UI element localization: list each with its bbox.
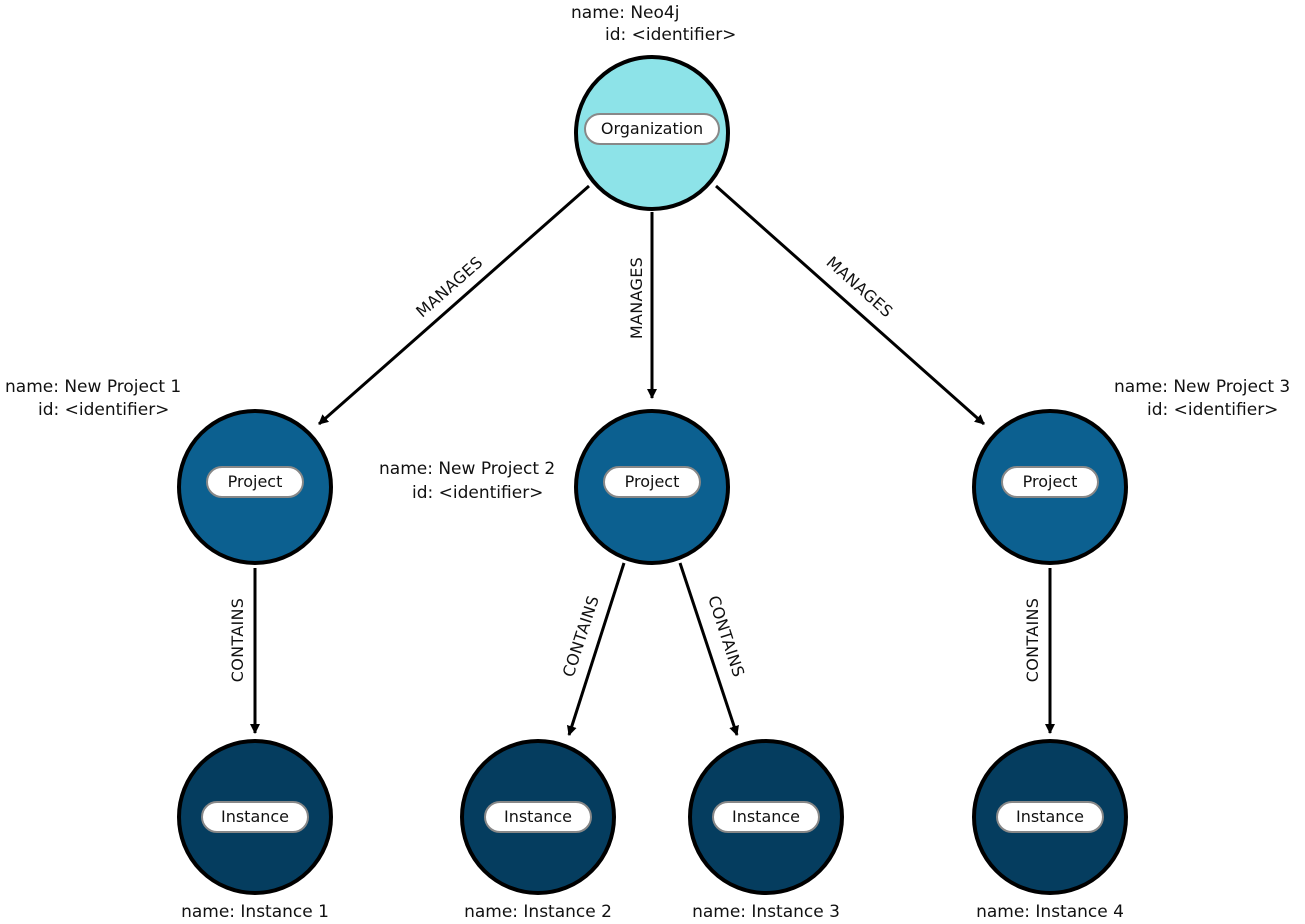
node-label-pill bbox=[996, 801, 1104, 833]
node-label: Project bbox=[228, 472, 283, 491]
edge-org-to-project-1: MANAGES bbox=[318, 184, 590, 426]
relationship-label: CONTAINS bbox=[228, 598, 247, 682]
relationship-label: MANAGES bbox=[823, 253, 897, 322]
node-instance-3[interactable]: Instance bbox=[688, 739, 844, 895]
node-project-2[interactable]: Project bbox=[574, 409, 730, 565]
node-instance-4[interactable]: Instance bbox=[972, 739, 1128, 895]
node-project-3[interactable]: Project bbox=[972, 409, 1128, 565]
org-id-property: id: <identifier> bbox=[605, 25, 736, 45]
project-2-id-property: id: <identifier> bbox=[412, 483, 543, 503]
node-label-pill bbox=[201, 801, 309, 833]
project-3-name-property: name: New Project 3 bbox=[1114, 377, 1290, 397]
edge-project-3-to-instance-4: CONTAINS bbox=[1023, 568, 1055, 734]
node-label-pill bbox=[1001, 466, 1099, 498]
node-label-pill bbox=[484, 801, 592, 833]
node-label: Instance bbox=[504, 807, 572, 826]
node-label: Instance bbox=[221, 807, 289, 826]
edge-project-2-to-instance-3: CONTAINS bbox=[678, 562, 748, 736]
node-label-pill bbox=[206, 466, 304, 498]
edge-org-to-project-3: MANAGES bbox=[715, 184, 985, 426]
relationship-label: CONTAINS bbox=[704, 593, 748, 679]
relationship-line bbox=[678, 562, 739, 736]
node-instance-2[interactable]: Instance bbox=[460, 739, 616, 895]
instance-4-name-property: name: Instance 4 bbox=[976, 902, 1124, 922]
project-1-name-property: name: New Project 1 bbox=[5, 377, 181, 397]
node-label-pill bbox=[584, 113, 720, 145]
node-label-pill bbox=[603, 466, 701, 498]
edge-project-1-to-instance-1: CONTAINS bbox=[228, 568, 260, 734]
project-3-id-property: id: <identifier> bbox=[1147, 400, 1278, 420]
org-name-property: name: Neo4j bbox=[571, 3, 679, 23]
node-label: Organization bbox=[601, 119, 703, 138]
project-1-id-property: id: <identifier> bbox=[38, 400, 169, 420]
node-label: Instance bbox=[732, 807, 800, 826]
node-label: Project bbox=[625, 472, 680, 491]
instance-1-name-property: name: Instance 1 bbox=[181, 902, 329, 922]
relationship-label: CONTAINS bbox=[559, 593, 603, 679]
project-2-name-property: name: New Project 2 bbox=[379, 459, 555, 479]
relationship-label: CONTAINS bbox=[1023, 598, 1042, 682]
node-organization[interactable]: Organization bbox=[574, 55, 730, 211]
node-label-pill bbox=[712, 801, 820, 833]
relationship-label: MANAGES bbox=[627, 257, 646, 339]
edge-project-2-to-instance-2: CONTAINS bbox=[559, 562, 626, 736]
edge-org-to-project-2: MANAGES bbox=[627, 212, 657, 399]
node-project-1[interactable]: Project bbox=[177, 409, 333, 565]
node-label: Instance bbox=[1016, 807, 1084, 826]
node-label: Project bbox=[1023, 472, 1078, 491]
relationship-line bbox=[715, 184, 985, 426]
node-instance-1[interactable]: Instance bbox=[177, 739, 333, 895]
relationship-line bbox=[318, 184, 590, 426]
instance-2-name-property: name: Instance 2 bbox=[464, 902, 612, 922]
relationship-line bbox=[566, 562, 626, 736]
instance-3-name-property: name: Instance 3 bbox=[692, 902, 840, 922]
